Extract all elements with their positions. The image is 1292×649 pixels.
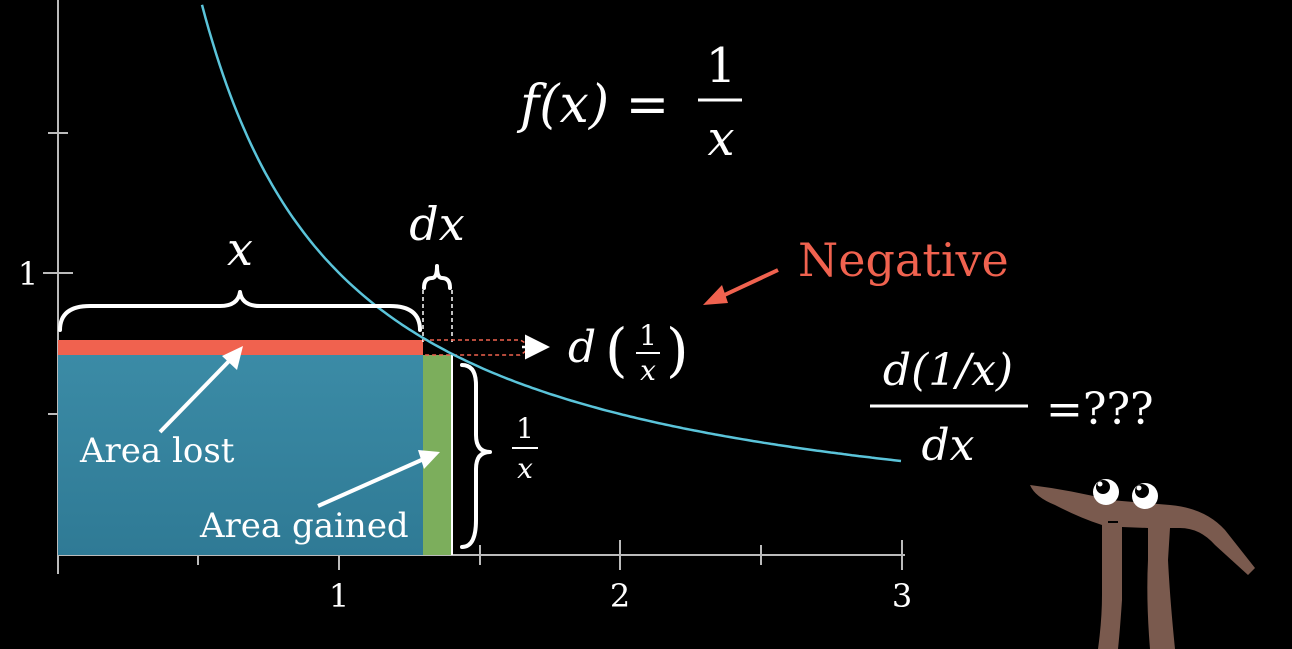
height-label-denominator: x — [517, 452, 533, 485]
dashed-guides — [422, 290, 529, 356]
derivative-rhs: =??? — [1046, 384, 1154, 435]
function-numerator: 1 — [706, 38, 737, 94]
area-rectangle — [58, 355, 423, 555]
braces — [58, 264, 492, 549]
curve-one-over-x — [200, 4, 902, 463]
area-gained-label: Area gained — [199, 506, 409, 546]
d-symbol: d — [568, 322, 596, 373]
height-brace — [460, 363, 492, 549]
x-tick-label-2: 2 — [610, 577, 630, 615]
left-eye-glint — [1097, 481, 1103, 487]
d-one-over-x-label: d ( 1 x ) — [568, 316, 689, 387]
height-label-numerator: 1 — [516, 412, 534, 445]
pi-creature — [1030, 479, 1255, 649]
dx-brace — [422, 264, 452, 290]
area-lost-arrow — [158, 346, 243, 434]
negative-arrow — [703, 268, 779, 305]
left-pupil — [1096, 480, 1110, 494]
right-paren: ) — [666, 316, 689, 384]
x-tick-label-3: 3 — [892, 577, 912, 615]
width-brace — [58, 290, 422, 332]
function-lhs: f(x) = — [516, 75, 669, 135]
y-tick-label-1: 1 — [18, 255, 38, 293]
brace-labels: x dx 1 x — [227, 197, 538, 485]
pi-creature-body — [1030, 485, 1255, 649]
right-pupil — [1135, 484, 1149, 498]
derivative-denominator: dx — [922, 420, 975, 471]
right-eye-glint — [1136, 485, 1142, 491]
function-label: f(x) = 1 x — [516, 38, 742, 167]
negative-label: Negative — [798, 233, 1009, 287]
x-tick-label-1: 1 — [329, 577, 349, 615]
function-denominator: x — [707, 111, 734, 167]
dx-label: dx — [409, 197, 464, 251]
derivative-question: d(1/x) dx =??? — [870, 345, 1154, 471]
d-denominator: x — [640, 354, 656, 387]
pi-creature-eyes — [1093, 479, 1158, 509]
derivative-numerator: d(1/x) — [883, 345, 1013, 396]
tick-labels: 1 2 3 1 — [18, 255, 912, 615]
area-lost-label: Area lost — [79, 431, 235, 471]
d-numerator: 1 — [639, 319, 657, 352]
area-annotations: Area lost Area gained — [79, 431, 409, 546]
width-label: x — [227, 222, 253, 276]
arrows — [158, 268, 779, 508]
left-paren: ( — [605, 316, 628, 384]
area-gained-arrow — [317, 450, 440, 508]
